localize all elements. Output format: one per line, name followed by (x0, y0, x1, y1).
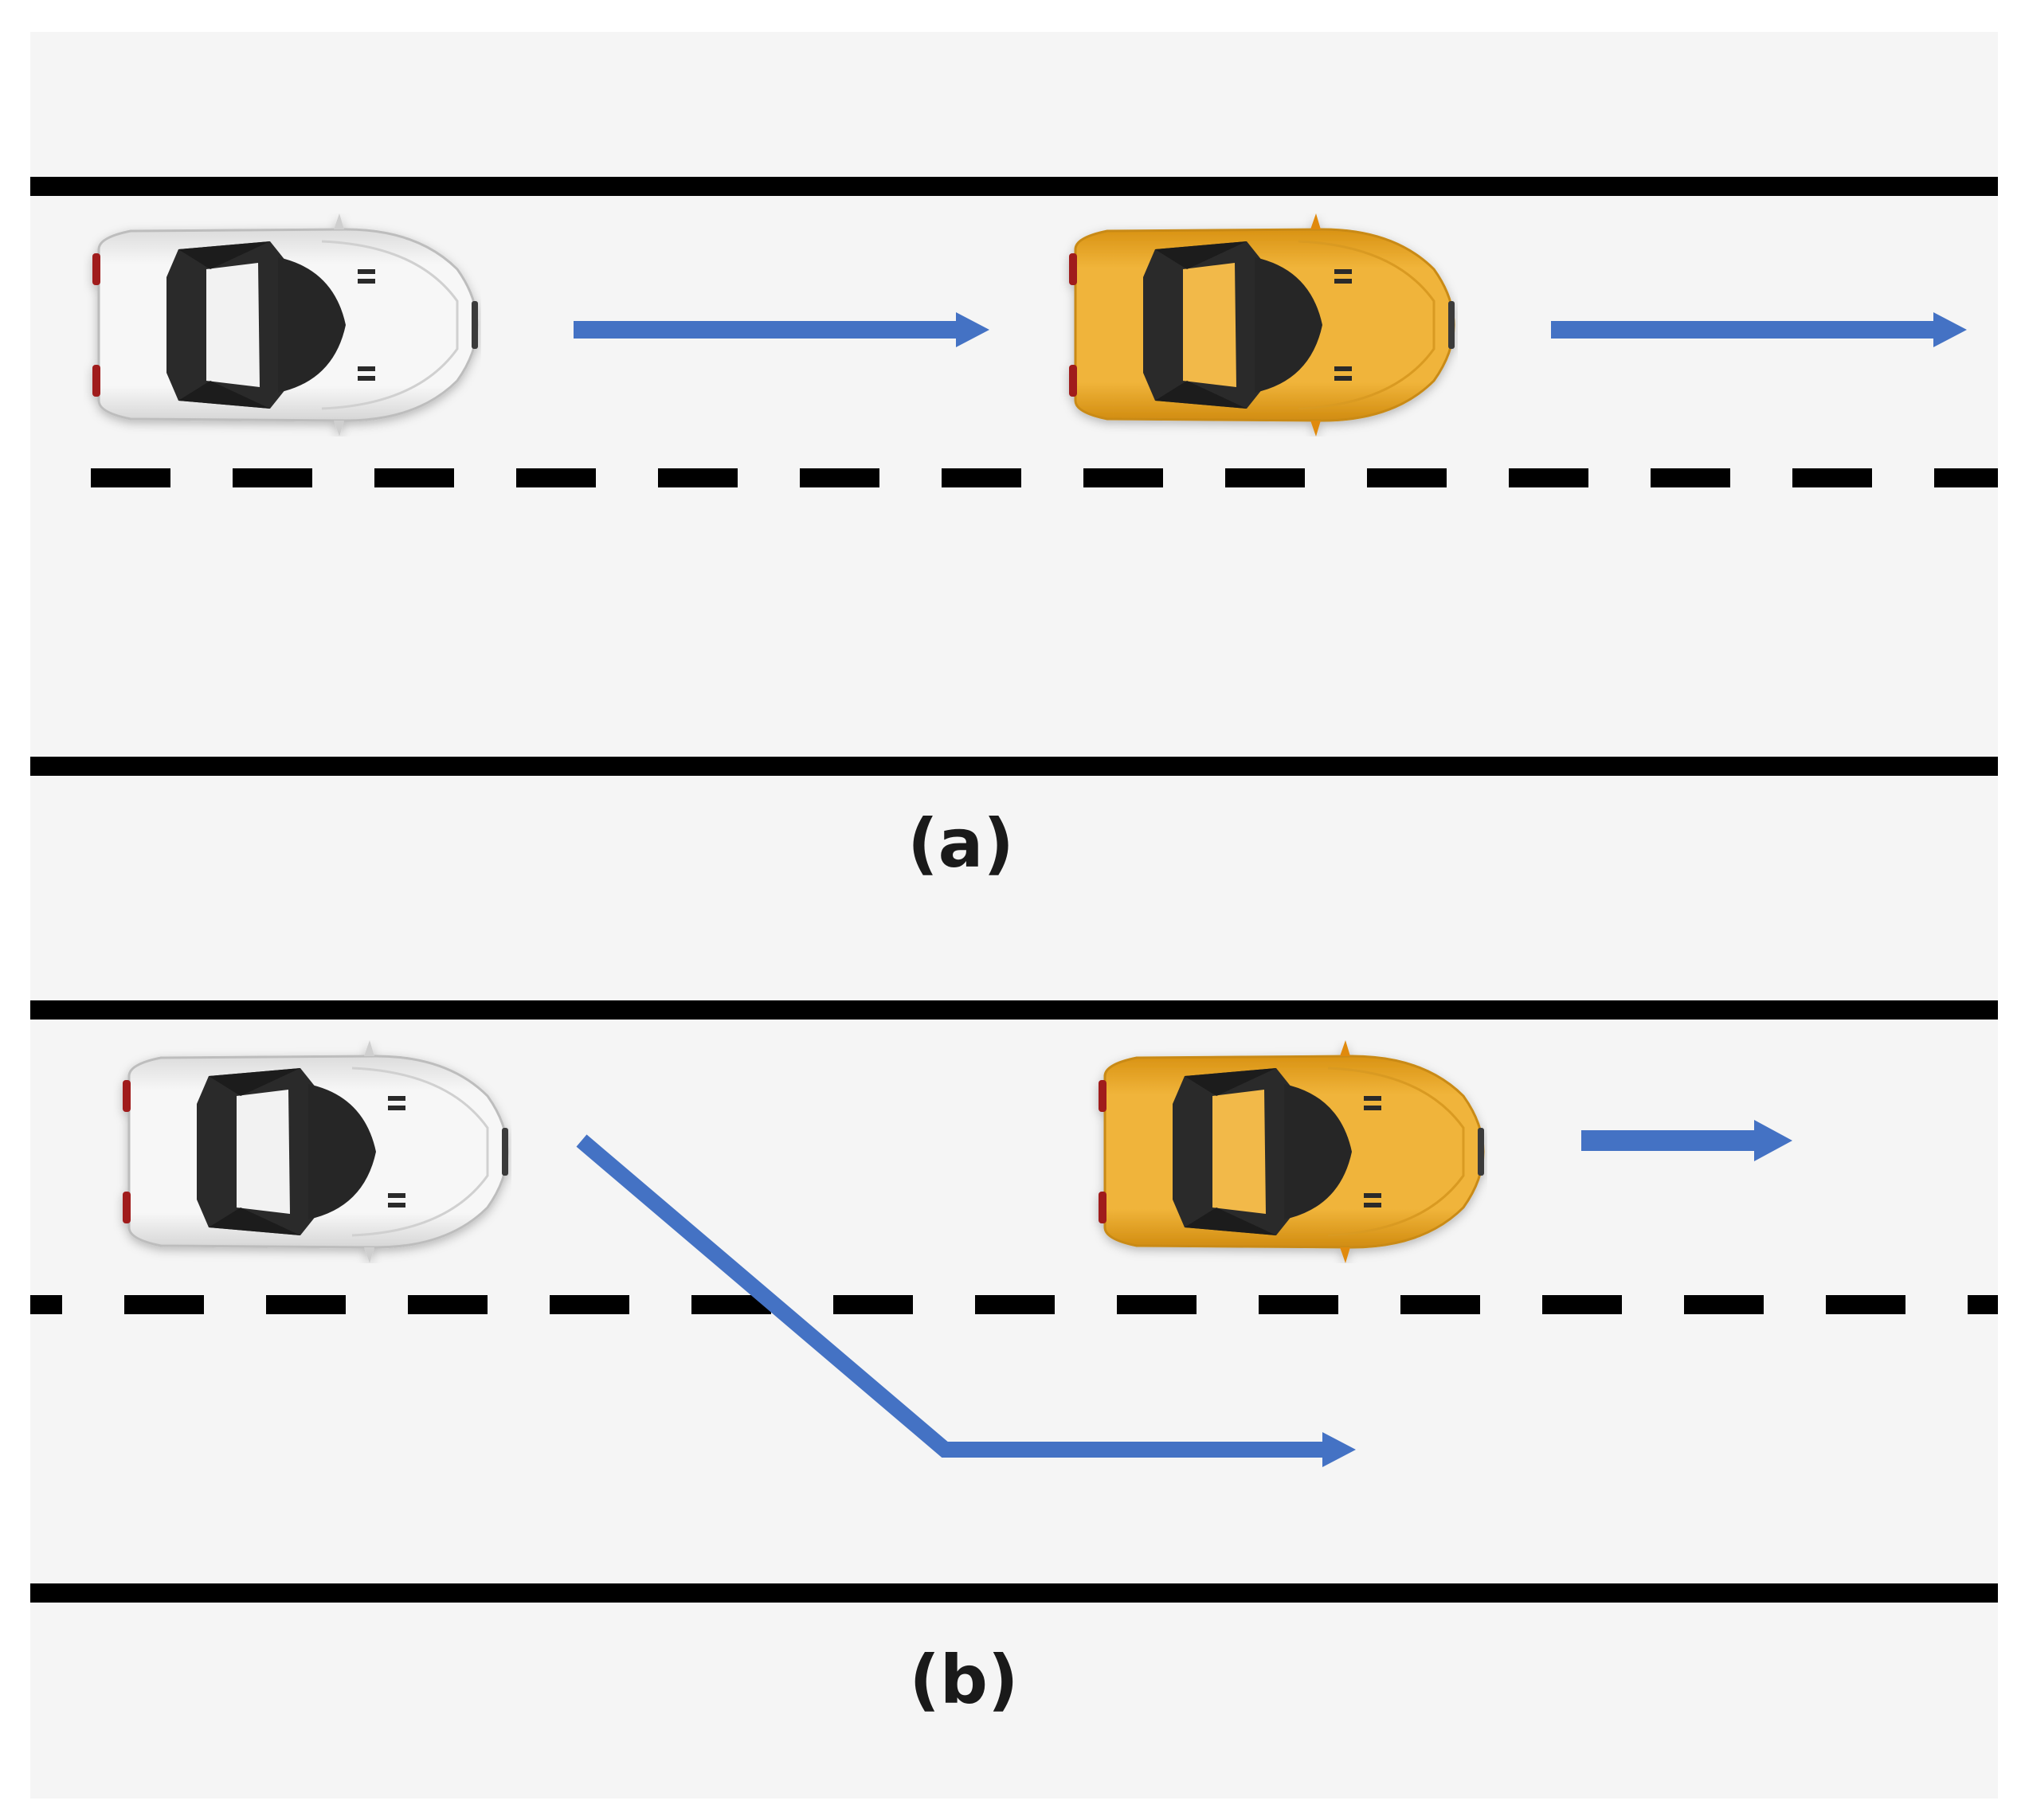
road-edge-bottom (30, 1583, 1998, 1603)
panel-label-a: (a) (907, 804, 1013, 883)
arrow-icon (1581, 1120, 1792, 1161)
panel-label-b: (b) (910, 1641, 1019, 1719)
arrow-icon (574, 312, 989, 347)
white-car-icon (92, 213, 478, 436)
white-car-icon (123, 1040, 508, 1263)
road-edge-top (30, 1000, 1998, 1020)
panel-b: (b) (30, 1000, 1998, 1719)
panel-a: (a) (30, 177, 1998, 883)
arrow-icon (576, 1134, 1356, 1467)
arrow-icon (1551, 312, 1967, 347)
yellow-car-icon (1099, 1040, 1484, 1263)
road-edge-top (30, 177, 1998, 196)
road-edge-bottom (30, 757, 1998, 776)
yellow-car-icon (1069, 213, 1455, 436)
